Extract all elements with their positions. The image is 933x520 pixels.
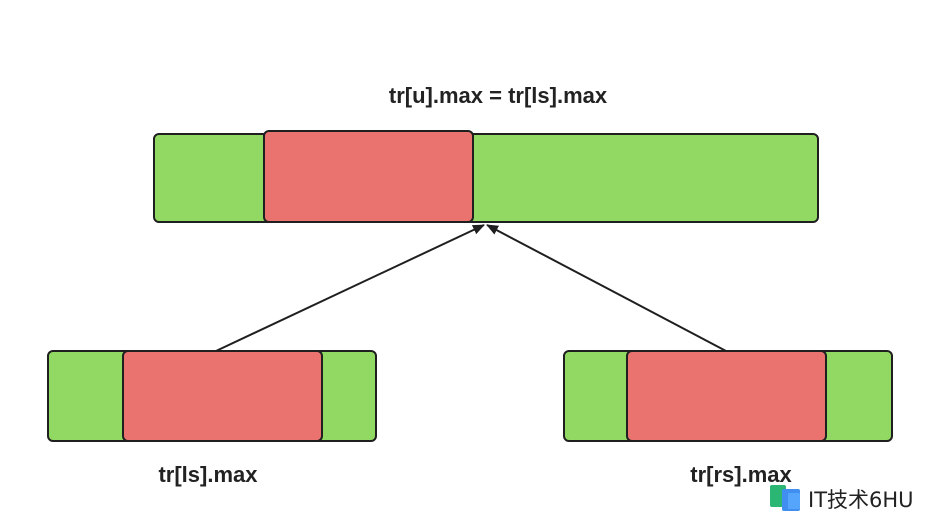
parent-node-label: tr[u].max = tr[ls].max xyxy=(389,83,608,108)
watermark: IT技术6HU xyxy=(770,485,914,512)
left-child-label: tr[ls].max xyxy=(158,462,258,487)
parent-node xyxy=(153,130,819,223)
right-child-node xyxy=(563,350,893,442)
left-child-node xyxy=(47,350,377,442)
right-child-max-highlight xyxy=(626,350,827,442)
watermark-logo-icon xyxy=(770,485,800,511)
parent-node-max-highlight xyxy=(263,130,474,223)
parent-node-segment xyxy=(153,133,819,223)
right-child-label: tr[rs].max xyxy=(690,462,792,487)
left-child-max-highlight xyxy=(122,350,323,442)
arrow-left-to-parent xyxy=(215,224,485,352)
watermark-text: IT技术6HU xyxy=(808,488,914,512)
arrow-right-to-parent xyxy=(486,224,727,352)
